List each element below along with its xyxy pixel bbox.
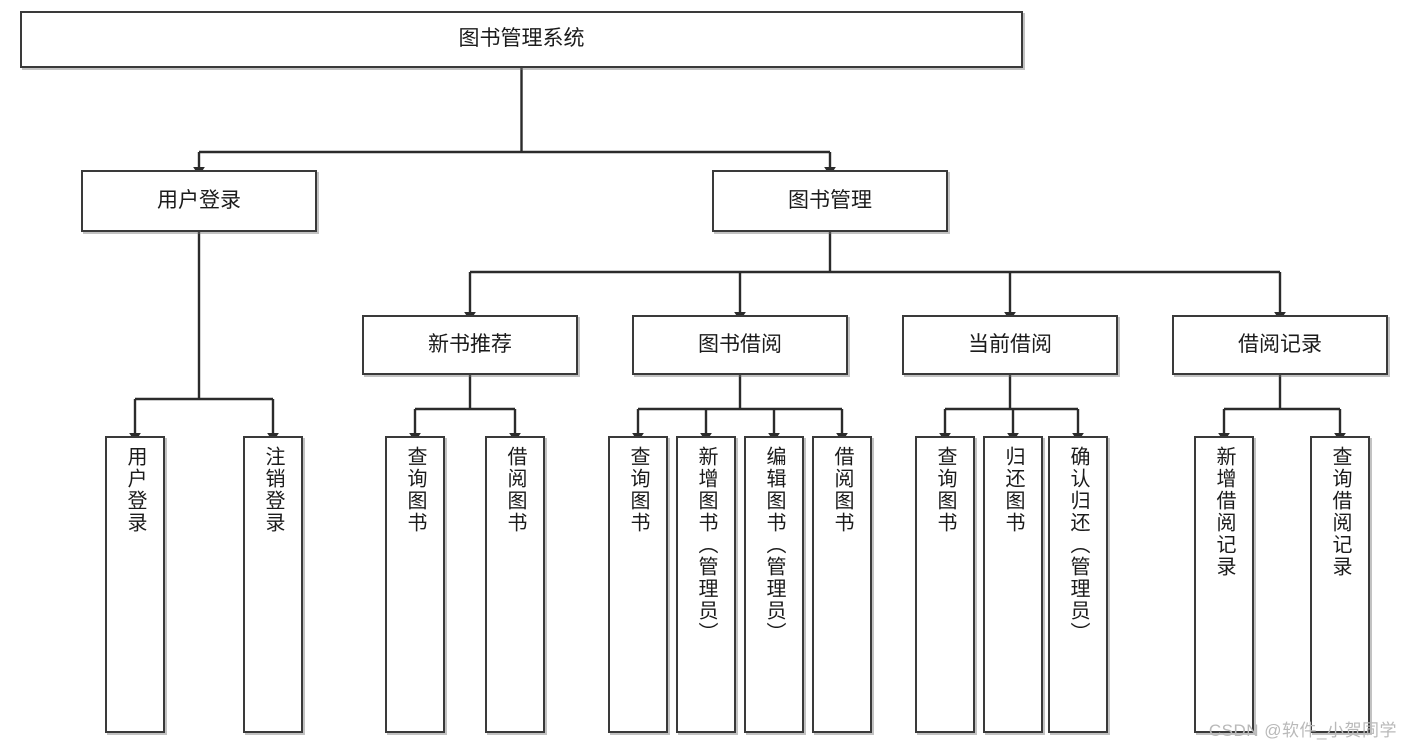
node-leaf-logout[interactable]: 注销登录 — [243, 436, 303, 733]
node-leaf-edit-book[interactable]: 编辑图书（管理员） — [744, 436, 804, 733]
node-label: 用户登录 — [157, 188, 241, 212]
node-label: 确认归还（管理员） — [1067, 446, 1089, 644]
node-book-management[interactable]: 图书管理 — [712, 170, 948, 232]
connector-group — [129, 68, 1346, 442]
node-leaf-add-record[interactable]: 新增借阅记录 — [1194, 436, 1254, 733]
node-label: 借阅图书 — [504, 446, 526, 534]
watermark-label: CSDN @软件_小贺同学 — [1208, 721, 1397, 740]
node-label: 图书管理系统 — [458, 27, 585, 51]
node-leaf-query-book-3[interactable]: 查询图书 — [915, 436, 975, 733]
node-label: 图书管理 — [788, 188, 872, 212]
node-user-login[interactable]: 用户登录 — [81, 170, 317, 232]
node-current-borrow[interactable]: 当前借阅 — [902, 315, 1118, 375]
node-leaf-query-record[interactable]: 查询借阅记录 — [1310, 436, 1370, 733]
node-label: 编辑图书（管理员） — [763, 446, 785, 644]
node-label: 图书借阅 — [698, 332, 782, 356]
node-label: 查询图书 — [404, 446, 426, 534]
node-label: 用户登录 — [124, 446, 146, 534]
node-leaf-return-book[interactable]: 归还图书 — [983, 436, 1043, 733]
node-leaf-query-book-1[interactable]: 查询图书 — [385, 436, 445, 733]
node-leaf-confirm-return[interactable]: 确认归还（管理员） — [1048, 436, 1108, 733]
node-label: 新增借阅记录 — [1213, 446, 1235, 578]
node-leaf-add-book[interactable]: 新增图书（管理员） — [676, 436, 736, 733]
node-label: 借阅记录 — [1238, 332, 1322, 356]
node-root-book-management-system[interactable]: 图书管理系统 — [20, 11, 1023, 68]
node-label: 查询图书 — [934, 446, 956, 534]
node-label: 新增图书（管理员） — [695, 446, 717, 644]
node-leaf-user-login[interactable]: 用户登录 — [105, 436, 165, 733]
node-leaf-borrow-book-2[interactable]: 借阅图书 — [812, 436, 872, 733]
node-label: 归还图书 — [1002, 446, 1024, 534]
node-label: 当前借阅 — [968, 332, 1052, 356]
node-label: 查询图书 — [627, 446, 649, 534]
node-leaf-borrow-book-1[interactable]: 借阅图书 — [485, 436, 545, 733]
node-label: 查询借阅记录 — [1329, 446, 1351, 578]
node-borrow-record[interactable]: 借阅记录 — [1172, 315, 1388, 375]
node-label: 借阅图书 — [831, 446, 853, 534]
node-label: 注销登录 — [262, 446, 284, 534]
node-new-book-recommend[interactable]: 新书推荐 — [362, 315, 578, 375]
node-label: 新书推荐 — [428, 332, 512, 356]
node-leaf-query-book-2[interactable]: 查询图书 — [608, 436, 668, 733]
node-book-borrow[interactable]: 图书借阅 — [632, 315, 848, 375]
